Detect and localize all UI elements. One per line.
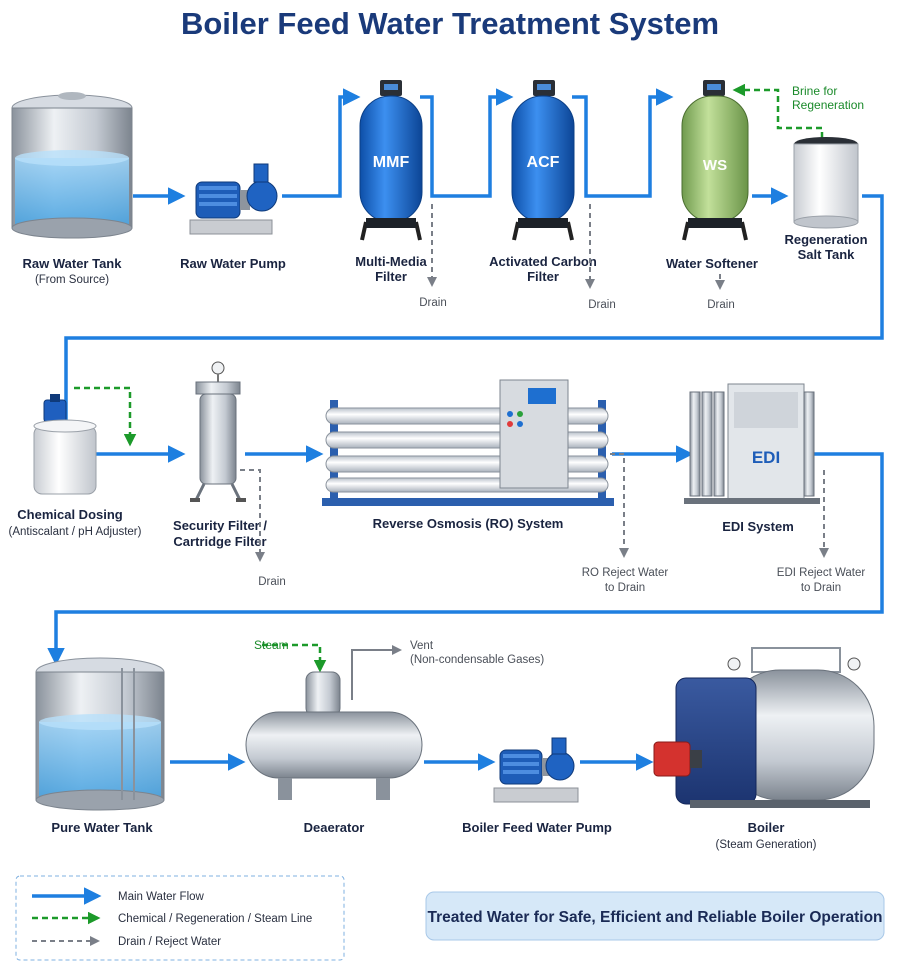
ws-drain-label: Drain <box>707 299 734 311</box>
security-filter-label-line2: Cartridge Filter <box>173 534 266 549</box>
vent-label-line1: Vent <box>410 640 434 652</box>
brine-line <box>732 83 824 138</box>
raw-water-tank <box>11 92 133 239</box>
ro-reject-line <box>610 453 629 558</box>
security-filter-label-line1: Security Filter / <box>173 518 267 533</box>
edi-tag: EDI <box>752 448 780 467</box>
pure-water-tank <box>35 657 165 811</box>
steam-line <box>262 643 327 673</box>
deaerator-vessel <box>245 671 423 800</box>
legend-chemical-label: Chemical / Regeneration / Steam Line <box>118 913 312 925</box>
salt-tank-label-line2: Salt Tank <box>798 247 856 262</box>
acf-drain-label: Drain <box>588 299 615 311</box>
page-title: Boiler Feed Water Treatment System <box>181 6 719 41</box>
chemical-dosing-label: Chemical Dosing <box>17 507 123 522</box>
vent-line <box>351 645 402 700</box>
summary-banner: Treated Water for Safe, Efficient and Re… <box>425 891 885 941</box>
vent-label-line2: (Non-condensable Gases) <box>410 654 544 666</box>
boiler-feed-pump <box>493 737 579 803</box>
legend-main-flow-label: Main Water Flow <box>118 891 205 903</box>
legend: Main Water Flow Chemical / Regeneration … <box>15 875 345 961</box>
banner-text: Treated Water for Safe, Efficient and Re… <box>427 909 882 926</box>
raw-water-tank-sub: (From Source) <box>35 274 109 286</box>
raw-water-pump-label: Raw Water Pump <box>180 256 286 271</box>
acf-vessel: ACF <box>511 80 575 241</box>
ws-label: Water Softener <box>666 256 758 271</box>
salt-tank <box>793 137 859 229</box>
water-softener-vessel: WS <box>681 80 749 241</box>
raw-water-pump <box>189 163 278 235</box>
chemical-dosing-sub: (Antiscalant / pH Adjuster) <box>9 526 142 538</box>
feed-pump-label: Boiler Feed Water Pump <box>462 820 612 835</box>
security-filter-drain-line <box>240 469 265 562</box>
mmf-tag: MMF <box>373 154 410 171</box>
mmf-label-line2: Filter <box>375 269 407 284</box>
boiler-label: Boiler <box>748 820 785 835</box>
ro-label: Reverse Osmosis (RO) System <box>373 516 564 531</box>
ro-reject-label-line2: to Drain <box>605 582 645 594</box>
edi-reject-label-line1: EDI Reject Water <box>777 567 866 579</box>
steam-label: Steam <box>254 638 289 652</box>
acf-label-line2: Filter <box>527 269 559 284</box>
pure-water-tank-label: Pure Water Tank <box>51 820 153 835</box>
dosing-line <box>74 386 137 447</box>
raw-water-tank-label: Raw Water Tank <box>23 256 123 271</box>
acf-label-line1: Activated Carbon <box>489 254 597 269</box>
salt-tank-label-line1: Regeneration <box>784 232 867 247</box>
brine-label-line2: Regeneration <box>792 98 864 112</box>
brine-label-line1: Brine for <box>792 84 837 98</box>
security-filter <box>190 361 246 502</box>
deaerator-label: Deaerator <box>304 820 365 835</box>
ws-tag: WS <box>703 157 727 174</box>
boiler-sub: (Steam Generation) <box>716 839 817 851</box>
row1-flow-lines <box>64 88 884 395</box>
legend-drain-label: Drain / Reject Water <box>118 936 221 948</box>
mmf-label-line1: Multi-Media <box>355 254 427 269</box>
edi-system: EDI <box>684 383 820 504</box>
ro-system <box>322 379 614 506</box>
mmf-vessel: MMF <box>359 80 423 241</box>
edi-label: EDI System <box>722 519 794 534</box>
edi-reject-label-line2: to Drain <box>801 582 841 594</box>
mmf-drain-label: Drain <box>419 297 446 309</box>
chemical-dosing-tank <box>33 394 97 495</box>
security-filter-drain-label: Drain <box>258 576 285 588</box>
boiler <box>653 647 875 808</box>
ro-reject-label-line1: RO Reject Water <box>582 567 669 579</box>
acf-tag: ACF <box>527 154 560 171</box>
